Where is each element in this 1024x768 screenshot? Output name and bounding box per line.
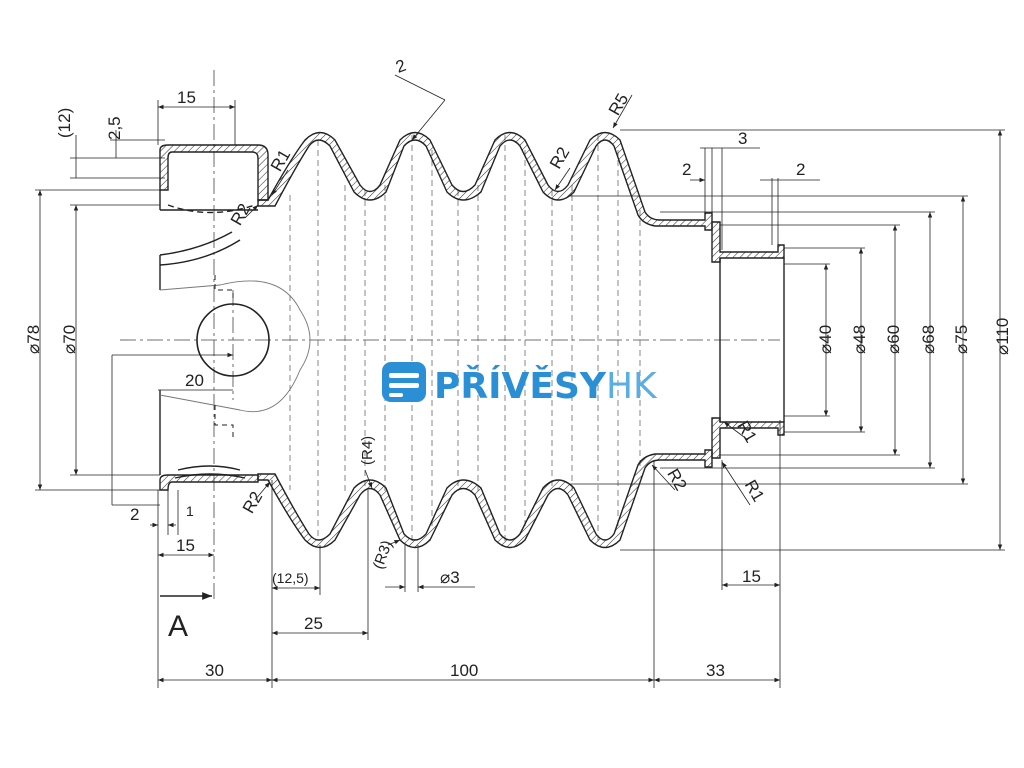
dim-2-crest: 2 [393,56,408,77]
dim-dia-68: ⌀68 [919,325,938,354]
hidden-fold-lines [289,135,641,545]
dim-dia-3: ⌀3 [440,568,460,587]
dim-15-bottom: 15 [176,536,195,555]
dim-12-paren: (12) [55,108,74,138]
right-spigot [711,221,785,459]
dim-dia-78: ⌀78 [24,325,43,354]
centerlines [120,70,780,600]
radius-r5: R5 [605,90,632,118]
dim-dia-110: ⌀110 [993,318,1012,355]
view-label-a: A [168,610,188,643]
dimension-labels: 30 100 33 25 (12,5) ⌀3 15 15 15 2 1 20 3… [24,56,1012,680]
radius-r2-bottom-left: R2 [239,488,266,516]
dim-100: 100 [450,661,478,680]
hole-20: 20 [185,371,204,390]
dim-dia-70: ⌀70 [60,325,79,354]
radius-r3: (R3) [370,538,396,571]
radius-r1-right-b: R1 [741,477,768,505]
radius-r4: (R4) [359,436,376,465]
side-hole-circle [196,303,270,377]
dim-1-left: 1 [186,503,194,519]
dimension-lines [35,74,1005,688]
dim-dia-75: ⌀75 [952,325,971,354]
brand-suffix: HK [606,366,658,407]
dim-dia-48: ⌀48 [850,325,869,354]
radius-r2-bottom-right: R2 [663,465,690,493]
radius-r2-inner-left: R2 [227,200,254,228]
brand-logo: PŘÍVĚSYHK [382,362,658,407]
trailer-logo-icon [382,362,426,402]
left-housing [159,144,311,491]
radius-r2-crest: R2 [546,144,573,172]
dim-2-top-b: 2 [796,160,805,179]
brand-main: PŘÍVĚSY [434,365,607,407]
dim-2-top-a: 2 [682,160,691,179]
dim-30: 30 [205,661,224,680]
svg-text:PŘÍVĚSYHK: PŘÍVĚSYHK [434,365,658,407]
dim-25: 25 [304,614,323,633]
dim-15-top: 15 [177,88,196,107]
dim-15-right: 15 [742,567,761,586]
dim-2-5: 2,5 [105,116,124,140]
dim-12-5: (12,5) [272,570,309,586]
dim-3-top: 3 [738,129,747,148]
dim-2-left: 2 [130,505,139,524]
dim-dia-40: ⌀40 [816,325,835,354]
dim-33: 33 [706,661,725,680]
dim-dia-60: ⌀60 [884,325,903,354]
